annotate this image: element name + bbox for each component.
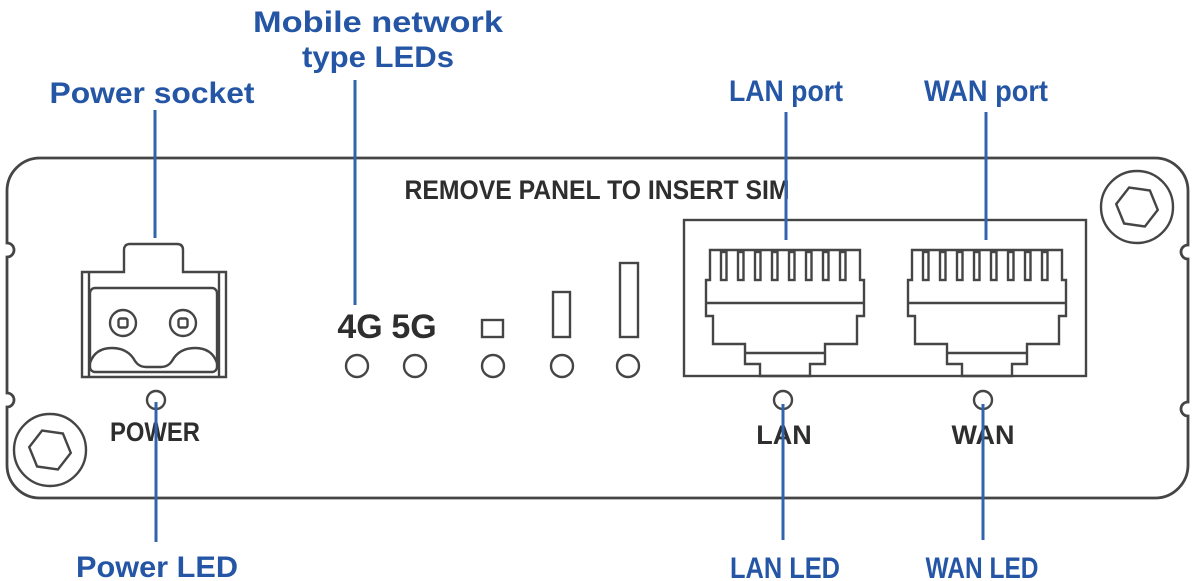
- led-circle-4g: [344, 353, 370, 379]
- power-socket-label: Power socket: [50, 77, 255, 110]
- power-led-label: Power LED: [76, 551, 238, 581]
- led-circle-signal-3: [615, 353, 641, 379]
- sim-notice-text: REMOVE PANEL TO INSERT SIM: [405, 175, 790, 205]
- ethernet-ports-box: [682, 218, 1088, 378]
- hex-screw-icon-top-right: [1099, 169, 1175, 245]
- hex-screw-icon-bottom-left: [12, 412, 88, 488]
- lan-led-label: LAN LED: [730, 552, 840, 581]
- lan-port-label: LAN port: [729, 75, 843, 108]
- wan-led-label: WAN LED: [926, 552, 1039, 581]
- led-circle-signal-2: [549, 353, 575, 379]
- led-circle-signal-1: [480, 353, 506, 379]
- signal-bar-large: [618, 261, 640, 339]
- mobile-network-label-line2: type LEDs: [302, 41, 454, 74]
- mobile-network-label-line1: Mobile network: [253, 6, 503, 39]
- mobile-5g-label: 5G: [391, 308, 436, 346]
- wan-port-label: WAN port: [924, 75, 1048, 108]
- faceplate-outline: [5, 156, 1190, 500]
- signal-bar-medium: [551, 290, 572, 339]
- led-circle-5g: [402, 353, 428, 379]
- power-socket-drawing: [80, 242, 228, 379]
- mobile-4g-label: 4G: [337, 308, 382, 346]
- signal-bar-small: [480, 318, 505, 339]
